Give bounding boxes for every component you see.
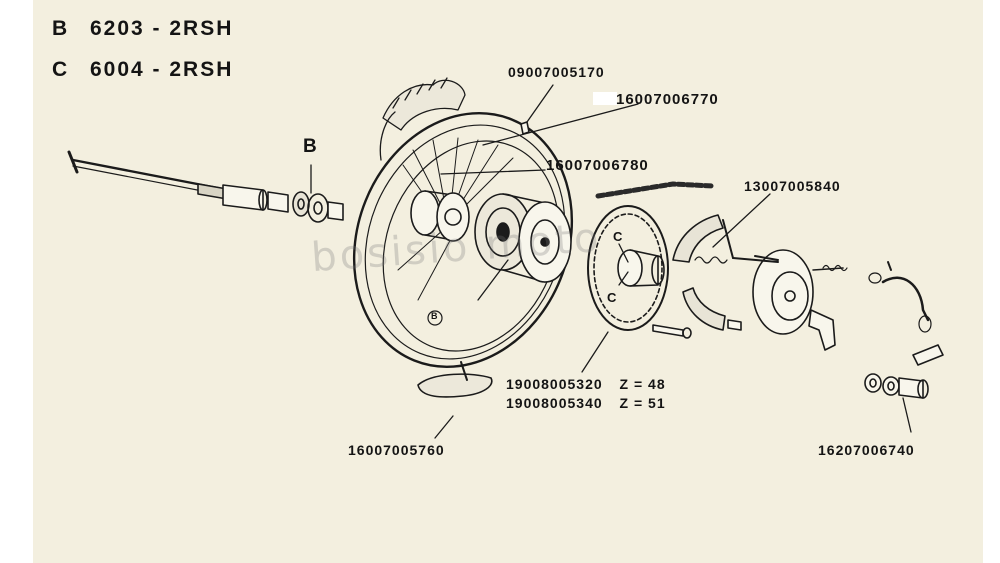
leader-lines [310,84,912,439]
wheel-hub [410,190,470,242]
part-sprocket-51: 19008005340 Z = 51 [506,395,666,411]
rim-band [417,361,493,398]
label-highlight [593,92,617,105]
marker-c-lower: C [607,290,617,305]
legend-spec-b: 6203 - 2RSH [90,17,234,40]
marker-b: B [303,136,317,157]
tyre-tread [379,77,466,161]
valve-cap [520,121,530,135]
marker-c-upper: C [613,229,623,244]
spacer-and-nut [864,344,944,399]
cush-drive [474,193,572,283]
part-chain-guard: 13007005840 [744,178,841,194]
parts-sheet: B 6203 - 2RSH C 6004 - 2RSH B B C C 090070… [33,0,983,563]
legend-bearing-b: B 6203 - 2RSH [52,17,233,41]
drive-chain [595,181,716,199]
part-rim: 16007006770 [616,91,719,108]
legend-code-c: C [52,58,70,81]
bearing-b-circle [427,310,443,326]
axle-spacers [222,184,344,223]
part-sprocket-48: 19008005320 Z = 48 [506,376,666,392]
part-sprocket-48-teeth: Z = 48 [619,376,666,392]
legend-spec-c: 6004 - 2RSH [90,58,234,81]
part-valve-cap: 09007005170 [508,64,605,80]
brake-shoes [672,214,734,331]
legend-code-b: B [52,17,70,40]
axle [67,150,234,201]
legend-bearing-c: C 6004 - 2RSH [52,58,233,82]
sprocket-bolts [652,319,742,339]
part-spacer-nut: 16207006740 [818,442,915,458]
part-sprocket-51-number: 19008005340 [506,395,603,411]
part-spokes: 16007006780 [546,157,649,174]
marker-b-small: B [431,311,438,321]
part-sprocket-51-teeth: Z = 51 [619,395,666,411]
brake-spring [694,256,932,333]
brake-plate [732,249,844,351]
part-rim-band: 16007005760 [348,442,445,458]
exploded-wheel-diagram [67,77,944,439]
part-sprocket-48-number: 19008005320 [506,376,603,392]
